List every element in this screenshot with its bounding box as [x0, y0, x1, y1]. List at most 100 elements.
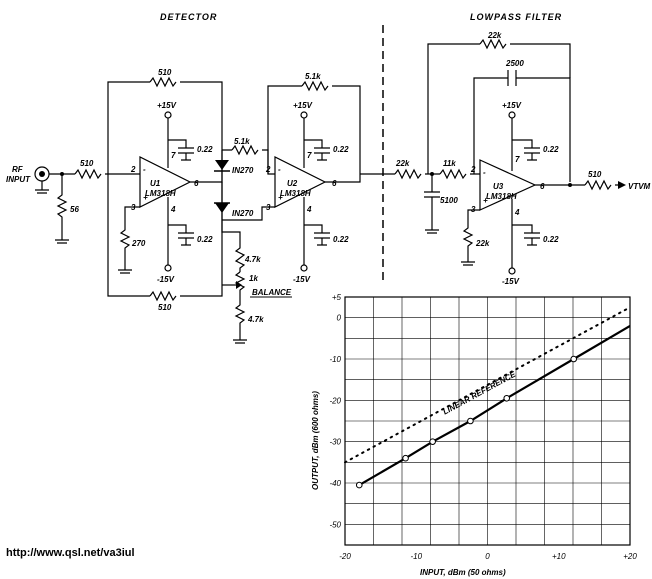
- source-url: http://www.qsl.net/va3iul: [6, 547, 135, 559]
- u3-pin2: 2: [470, 165, 476, 174]
- rf-input-label-1: RF: [12, 165, 24, 174]
- u2-pin7: 7: [307, 151, 312, 160]
- d1-part: IN270: [232, 166, 254, 175]
- opamp-u3: [479, 159, 537, 211]
- resistor-270: [118, 206, 140, 274]
- output-arrow: [618, 181, 626, 189]
- u2-minus: -: [278, 165, 281, 174]
- rf-input-connector: [34, 166, 50, 194]
- resistor-22k-fb: [479, 38, 507, 50]
- r-56-value: 56: [70, 205, 79, 214]
- rf-input-label-2: INPUT: [6, 175, 31, 184]
- data-point: [570, 355, 578, 363]
- u2-pos-label: +15V: [293, 101, 313, 110]
- u3-ref: U3: [493, 182, 504, 191]
- u3-pin4: 4: [514, 208, 520, 217]
- chart-series: [344, 306, 631, 489]
- u3-neg-supply: [511, 199, 540, 268]
- u1-pin7: 7: [171, 151, 176, 160]
- u3-c-bot-value: 0.22: [543, 235, 559, 244]
- u3-pos-supply: [511, 118, 540, 171]
- u2-pin4: 4: [306, 205, 312, 214]
- y-tick-label: -50: [329, 520, 341, 529]
- u1-plus: +: [143, 193, 148, 202]
- data-point: [402, 454, 409, 462]
- u1-part: LM318H: [145, 189, 176, 198]
- resistor-22k-in: [394, 168, 422, 180]
- y-tick-label: +5: [332, 293, 342, 302]
- cap-2500: [473, 70, 571, 182]
- y-tick-label: -20: [329, 396, 341, 405]
- u2-c-top-value: 0.22: [333, 145, 349, 154]
- resistor-4k7-top: [221, 220, 246, 272]
- r-4k7-top-value: 4.7k: [244, 255, 261, 264]
- r-5k1-series-value: 5.1k: [234, 137, 250, 146]
- resistor-56: [55, 174, 69, 244]
- detector-title: DETECTOR: [160, 12, 217, 22]
- y-tick-label: -30: [329, 438, 341, 447]
- u1-c-bot-value: 0.22: [197, 235, 213, 244]
- u1-pos-supply: [167, 118, 194, 168]
- u1-pin6: 6: [194, 179, 199, 188]
- r-270-value: 270: [131, 239, 146, 248]
- y-tick-label: -10: [329, 355, 341, 364]
- r-11k-value: 11k: [443, 159, 456, 168]
- resistor-5k1-fb: [301, 80, 329, 92]
- c-5100-value: 5100: [440, 196, 458, 205]
- u1-minus: -: [143, 165, 146, 174]
- u2-ref: U2: [287, 179, 298, 188]
- u1-pin2: 2: [130, 165, 136, 174]
- r-22k-fb-value: 22k: [487, 31, 502, 40]
- resistor-510-in: [74, 168, 102, 180]
- u1-neg-label: -15V: [157, 275, 175, 284]
- y-tick-label: 0: [337, 314, 342, 323]
- u3-part: LM318H: [486, 192, 517, 201]
- x-axis-label: INPUT, dBm (50 ohms): [420, 568, 506, 577]
- r-in-value: 510: [80, 159, 94, 168]
- d2-part: IN270: [232, 209, 254, 218]
- feedback-22k-wire: [427, 43, 571, 174]
- u1-neg-supply: [167, 197, 194, 265]
- r-out-value: 510: [588, 170, 602, 179]
- u2-pin6: 6: [332, 179, 337, 188]
- data-point: [429, 438, 436, 445]
- data-point: [355, 481, 363, 489]
- x-tick-label: -10: [410, 552, 422, 561]
- x-tick-label: +10: [552, 552, 566, 561]
- r-5k1-fb-value: 5.1k: [305, 72, 321, 81]
- y-tick-label: -40: [329, 479, 341, 488]
- r-fb-bot-value: 510: [158, 303, 172, 312]
- resistor-510-fb-top: [149, 76, 177, 88]
- c-2500-value: 2500: [505, 59, 524, 68]
- u2-plus-wire: [222, 206, 275, 221]
- u3-pin6: 6: [540, 182, 545, 191]
- u2-pos-supply: [303, 118, 330, 168]
- r-22k-in-value: 22k: [395, 159, 410, 168]
- opamp-u1: [139, 156, 192, 208]
- u1-feedback-top: [107, 81, 223, 183]
- diode-d2: [215, 203, 229, 213]
- chart-grid: [344, 296, 631, 546]
- u3-neg-label: -15V: [502, 277, 520, 286]
- u2-neg-supply: [303, 197, 330, 265]
- u3-minus: -: [483, 168, 486, 177]
- u3-c-top-value: 0.22: [543, 145, 559, 154]
- u3-plus: +: [483, 196, 488, 205]
- u2-neg-label: -15V: [293, 275, 311, 284]
- u1-pin4: 4: [170, 205, 176, 214]
- lowpass-title: LOWPASS FILTER: [470, 12, 562, 22]
- r-4k7-bot-value: 4.7k: [247, 315, 264, 324]
- series-measured: [358, 324, 631, 487]
- series-linear-reference: [344, 306, 631, 464]
- opamp-u2: [274, 156, 327, 208]
- resistor-510-fb-bot: [149, 290, 177, 302]
- u2-c-bot-value: 0.22: [333, 235, 349, 244]
- u1-pos-label: +15V: [157, 101, 177, 110]
- r-22k-gnd-value: 22k: [475, 239, 490, 248]
- diode-d1: [215, 160, 229, 170]
- series-label-linear-reference: LINEAR REFERENCE: [441, 369, 517, 416]
- r-1k-value: 1k: [249, 274, 258, 283]
